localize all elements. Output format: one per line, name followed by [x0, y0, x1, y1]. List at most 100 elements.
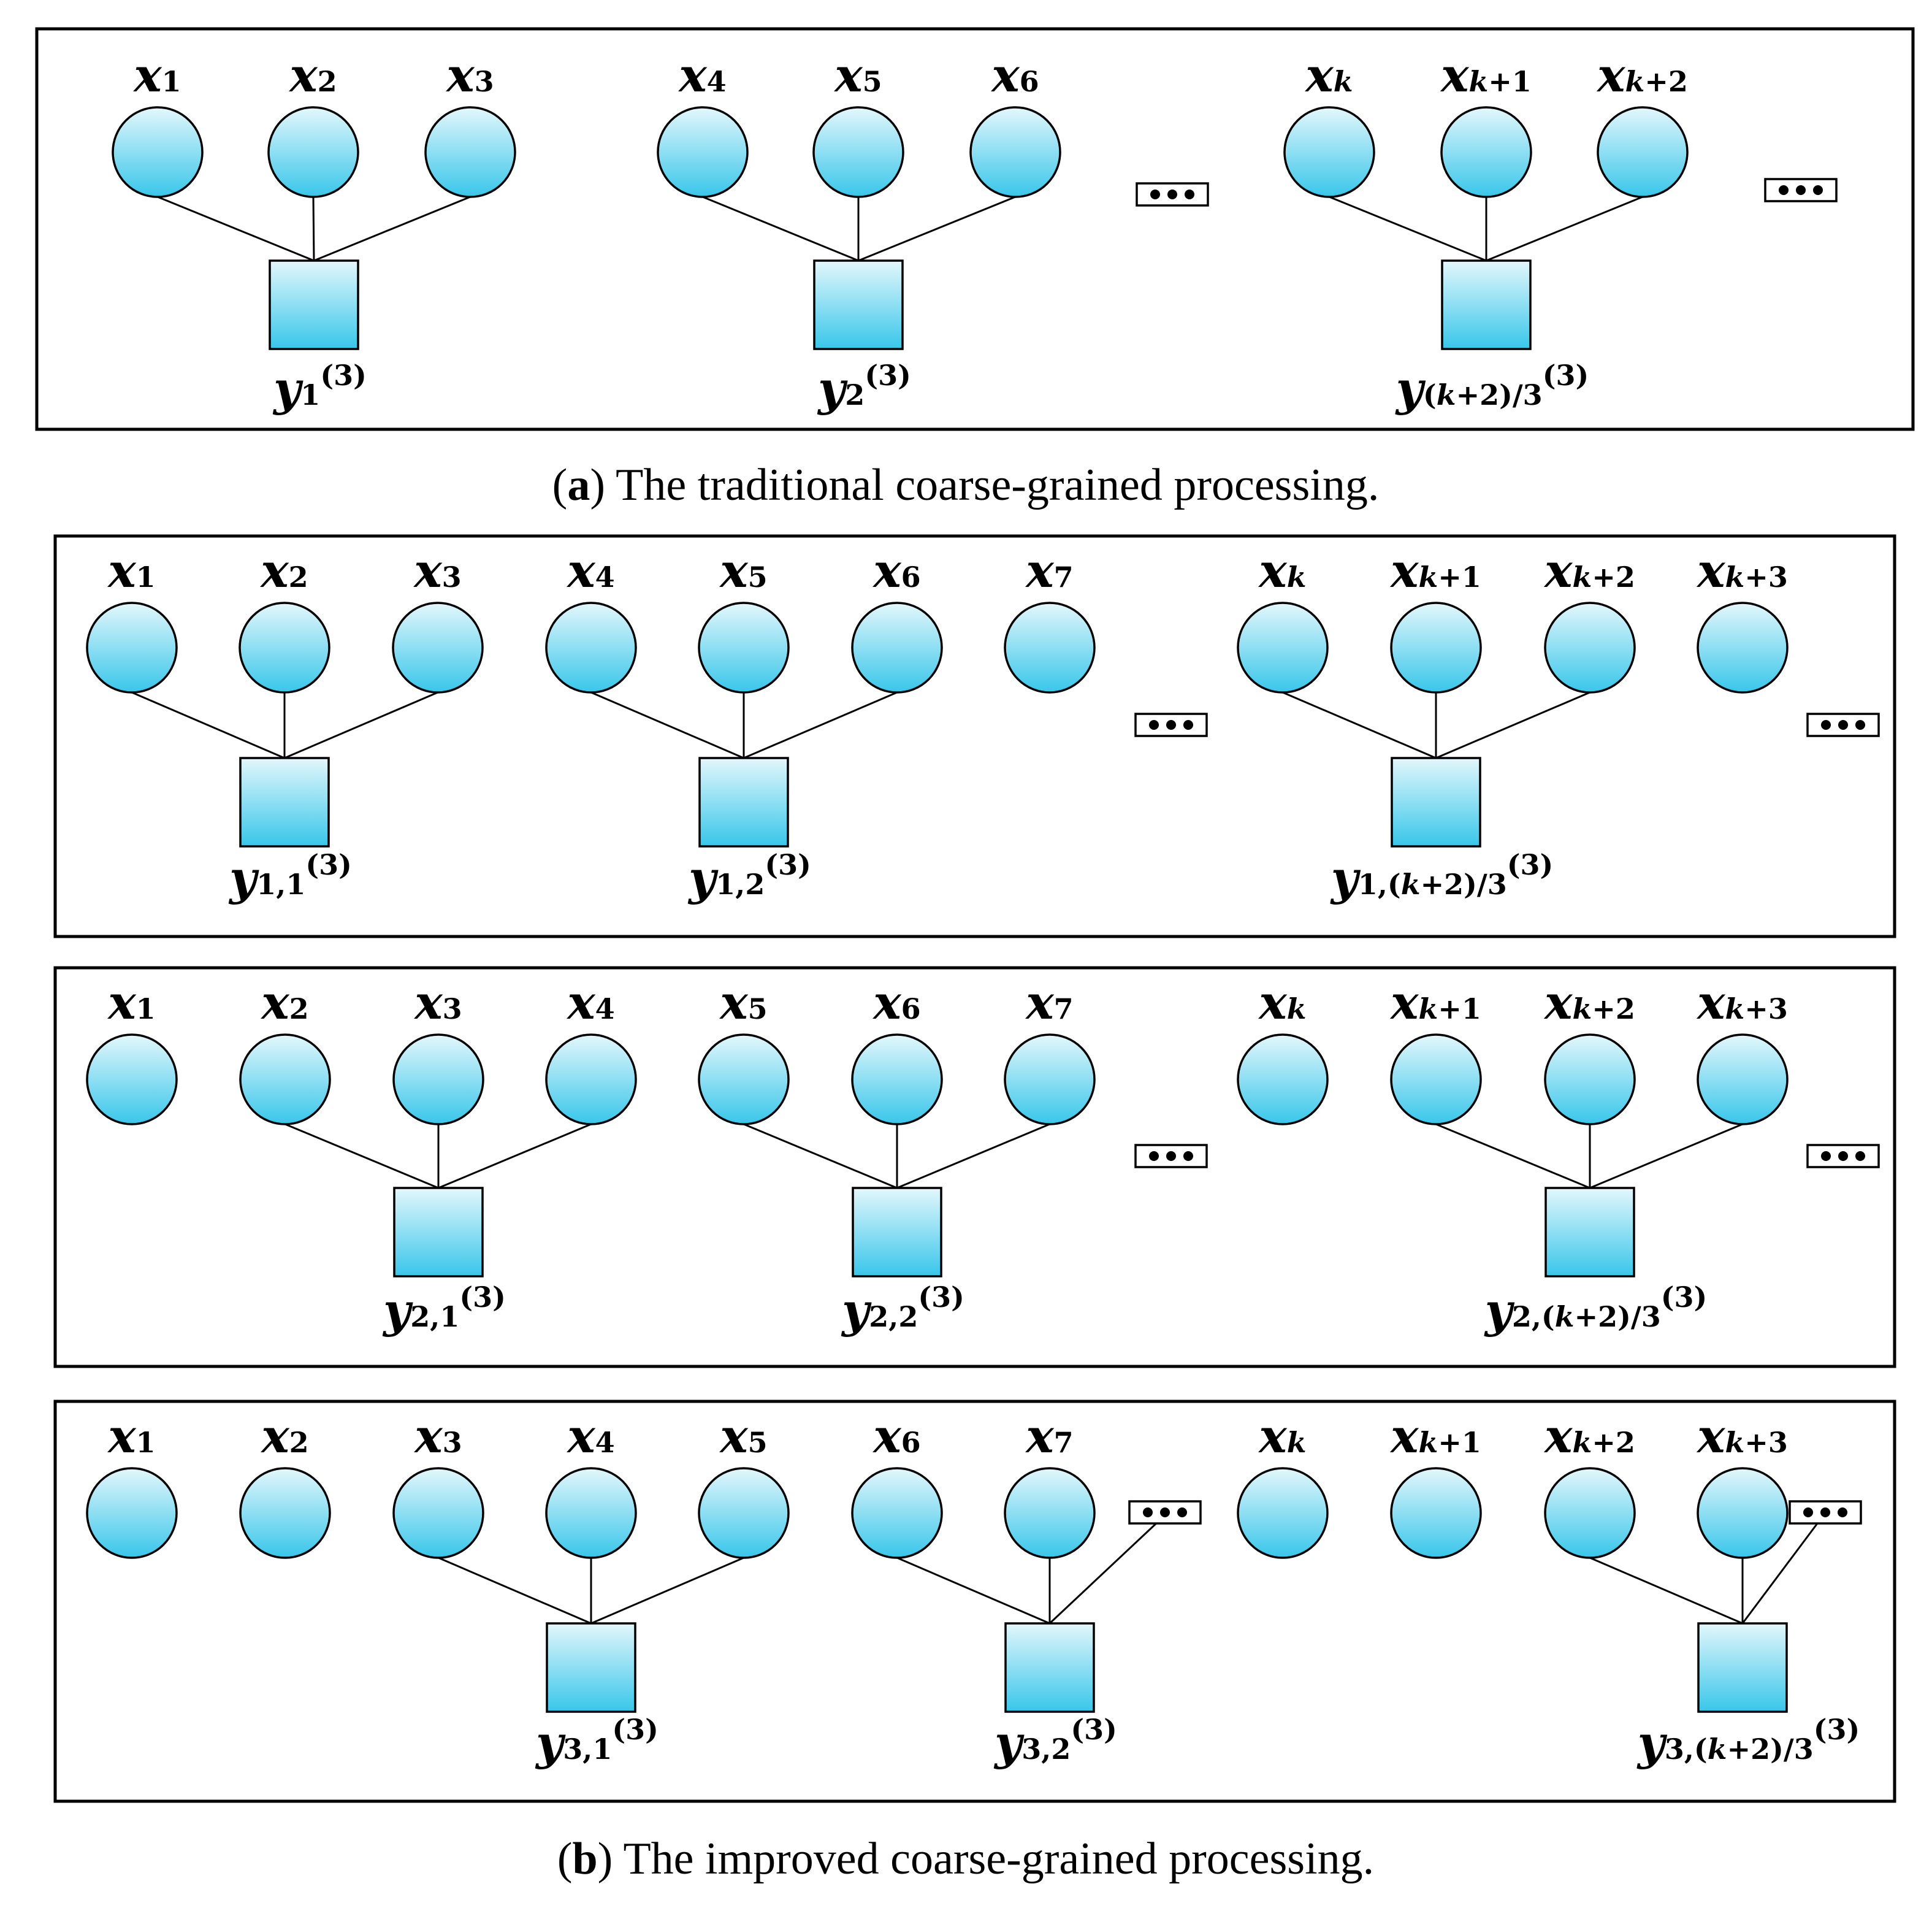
edge: [743, 691, 898, 759]
caption-a-text: The traditional coarse-grained processin…: [616, 460, 1379, 510]
panel-frame: [53, 1400, 1896, 1803]
ellipsis-icon: •••: [1136, 182, 1209, 207]
input-node-icon: [1390, 1033, 1482, 1125]
output-label: y3,1(3): [535, 1713, 659, 1770]
edge: [131, 691, 285, 759]
input-node-icon: [851, 1033, 943, 1125]
edge: [702, 196, 859, 262]
caption-b-text: The improved coarse-grained processing.: [623, 1834, 1374, 1884]
input-label-xk: xk: [1304, 48, 1353, 102]
edge: [312, 196, 315, 261]
input-label-x6: x6: [872, 1409, 920, 1463]
input-label-xk+2: xk+2: [1543, 543, 1635, 598]
edge: [1435, 1123, 1590, 1189]
input-label-x3: x3: [413, 975, 462, 1030]
input-label-xk: xk: [1258, 1409, 1306, 1463]
input-label-xk+3: xk+3: [1696, 1409, 1788, 1463]
input-node-icon: [545, 1467, 637, 1559]
output-label: y1,1(3): [228, 848, 352, 905]
input-node-icon: [1697, 1467, 1789, 1559]
input-node-icon: [698, 1033, 790, 1125]
edge: [438, 1123, 592, 1189]
input-node-icon: [1283, 106, 1375, 198]
input-node-icon: [239, 1033, 331, 1125]
input-node-icon: [1237, 1467, 1329, 1559]
input-node-icon: [86, 1467, 178, 1559]
edge: [743, 1123, 898, 1189]
coarse-node-icon: [1544, 1187, 1635, 1277]
input-node-icon: [1697, 1033, 1789, 1125]
edge: [590, 691, 744, 759]
coarse-node-icon: [1697, 1622, 1788, 1713]
input-label-xk+3: xk+3: [1696, 543, 1788, 598]
input-label-x4: x4: [566, 1409, 614, 1463]
input-node-icon: [1544, 1467, 1636, 1559]
panel-frame: [53, 534, 1896, 938]
output-label: y3,2(3): [993, 1713, 1117, 1770]
edge: [1741, 1520, 1820, 1624]
ellipsis-icon: •••: [1134, 713, 1208, 737]
input-label-x1: x1: [107, 543, 155, 598]
ellipsis-icon: •••: [1806, 713, 1880, 737]
input-label-x1: x1: [107, 1409, 155, 1463]
input-node-icon: [1544, 602, 1636, 694]
input-label-xk+2: xk+2: [1596, 48, 1688, 102]
input-node-icon: [1004, 602, 1096, 694]
input-label-xk: xk: [1258, 975, 1306, 1030]
input-label-x4: x4: [566, 543, 614, 598]
input-label-xk+1: xk+1: [1389, 1409, 1481, 1463]
input-node-icon: [851, 1467, 943, 1559]
input-node-icon: [392, 602, 484, 694]
output-label: y1(3): [272, 359, 367, 416]
input-node-icon: [1390, 602, 1482, 694]
input-node-icon: [1237, 602, 1329, 694]
input-label-x2: x2: [260, 1409, 308, 1463]
coarse-node-icon: [546, 1622, 636, 1713]
caption-b-tag: b: [573, 1834, 598, 1884]
input-label-x6: x6: [872, 543, 920, 598]
output-label: y2(3): [817, 359, 911, 416]
ellipsis-icon: •••: [1789, 1500, 1862, 1525]
input-label-xk+2: xk+2: [1543, 1409, 1635, 1463]
edge: [590, 1557, 744, 1625]
caption-a: (a) The traditional coarse-grained proce…: [552, 460, 1380, 510]
input-label-xk+2: xk+2: [1543, 975, 1635, 1030]
input-label-x6: x6: [990, 48, 1039, 102]
input-node-icon: [1004, 1467, 1096, 1559]
coarse-node-icon: [813, 259, 904, 350]
input-label-x5: x5: [833, 48, 882, 102]
output-label: y1,2(3): [687, 848, 811, 905]
edge: [157, 196, 315, 262]
input-label-x2: x2: [259, 543, 308, 598]
input-node-icon: [657, 106, 749, 198]
caption-b: (b) The improved coarse-grained processi…: [557, 1834, 1374, 1884]
input-label-x1: x1: [132, 48, 181, 102]
input-label-xk+3: xk+3: [1696, 975, 1788, 1030]
coarse-node-icon: [269, 259, 359, 350]
edge: [1486, 196, 1643, 262]
input-node-icon: [1597, 106, 1689, 198]
output-label: y3,(k+2)/3(3): [1636, 1713, 1860, 1770]
input-label-xk+1: xk+1: [1389, 543, 1481, 598]
coarse-node-icon: [393, 1187, 484, 1277]
input-node-icon: [267, 106, 359, 198]
output-label: y(k+2)/3(3): [1395, 359, 1589, 416]
ellipsis-icon: •••: [1806, 1144, 1880, 1168]
input-node-icon: [86, 1033, 178, 1125]
input-label-x7: x7: [1025, 975, 1073, 1030]
edge: [1435, 691, 1590, 759]
ellipsis-icon: •••: [1128, 1500, 1202, 1525]
edge: [1589, 1123, 1743, 1189]
input-node-icon: [812, 106, 904, 198]
coarse-node-icon: [239, 757, 330, 848]
output-label: y2,(k+2)/3(3): [1484, 1281, 1708, 1338]
input-label-x4: x4: [566, 975, 614, 1030]
input-node-icon: [112, 106, 204, 198]
edge: [1329, 196, 1487, 262]
input-label-xk: xk: [1258, 543, 1306, 598]
input-label-x5: x5: [719, 975, 767, 1030]
